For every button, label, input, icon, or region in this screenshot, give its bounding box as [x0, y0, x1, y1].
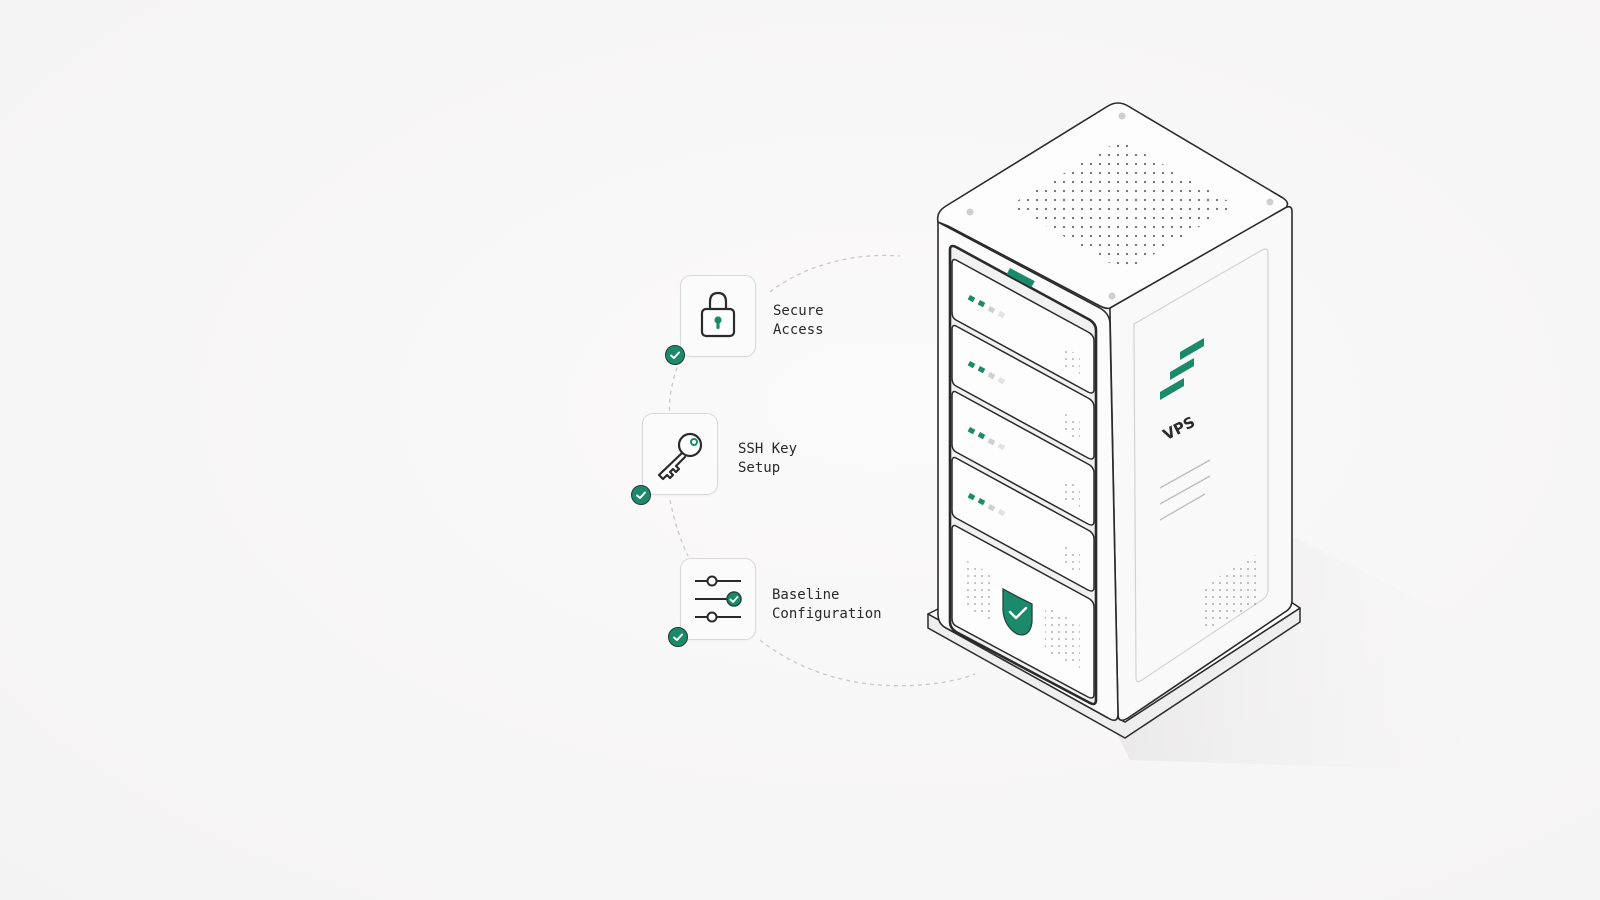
- top-vent-grille: [1010, 140, 1235, 272]
- vps-logo-icon: [1160, 338, 1204, 400]
- rack-unit: [951, 258, 1095, 394]
- lock-icon: [700, 291, 736, 338]
- ssh-key-card: [642, 413, 718, 495]
- key-icon: [657, 432, 703, 481]
- sliders-icon: [695, 575, 742, 623]
- rack-unit: [951, 390, 1095, 526]
- secure-access-label: Secure Access: [773, 303, 824, 338]
- rack-unit: [951, 324, 1095, 460]
- baseline-configuration-label: Baseline Configuration: [772, 587, 882, 622]
- shield-check-icon: [1002, 587, 1033, 636]
- side-vent-grille: [1205, 555, 1256, 630]
- server-shadow: [1100, 535, 1520, 770]
- baseline-config-card: [680, 558, 756, 640]
- rack-unit: [951, 456, 1095, 592]
- check-icon: [631, 485, 651, 505]
- secure-access-card: [680, 275, 756, 357]
- check-icon: [668, 627, 688, 647]
- security-panel: [951, 524, 1095, 699]
- check-icon: [665, 345, 685, 365]
- ssh-key-setup-label: SSH Key Setup: [738, 441, 798, 476]
